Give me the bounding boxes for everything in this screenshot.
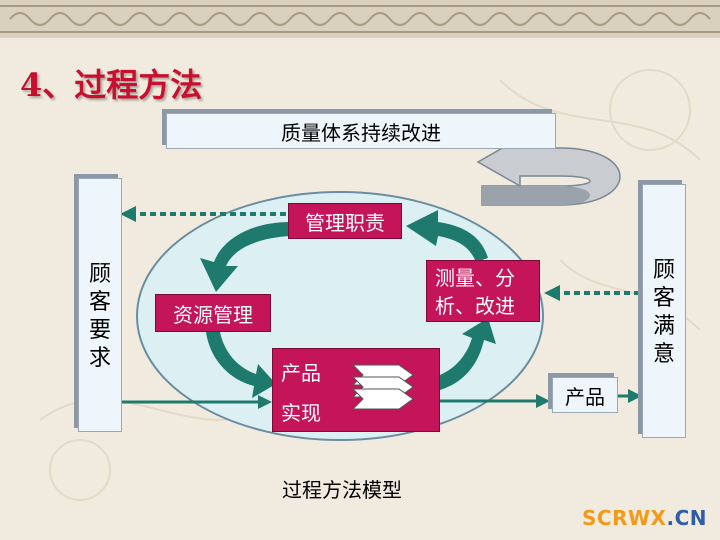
output-arrow-head <box>536 394 550 408</box>
watermark-part1: SCRWX <box>582 506 667 530</box>
sat-char: 客 <box>652 286 675 311</box>
req-char: 顾 <box>88 262 111 287</box>
stacked-chevrons-icon <box>351 364 414 410</box>
to-satisfaction-arrow-head <box>628 389 642 403</box>
management-responsibility-box: 管理职责 <box>288 203 402 239</box>
dotted-arrow-right-head <box>544 285 560 301</box>
measure-line-1: 测量、分 <box>435 266 515 290</box>
diagram-caption: 过程方法模型 <box>282 478 402 502</box>
cycle-arrow-realize-to-measure <box>432 318 496 392</box>
watermark-part2: .CN <box>666 506 707 530</box>
realize-line-2: 实现 <box>281 401 321 425</box>
realize-line-1: 产品 <box>281 361 321 385</box>
sat-char: 顾 <box>652 258 675 283</box>
req-char: 要 <box>88 318 111 343</box>
input-arrow-head <box>258 395 272 409</box>
measure-line-2: 析、改进 <box>435 294 515 318</box>
customer-requirements-box: 顾 客 要 求 <box>78 178 122 432</box>
product-realization-box: 产品 实现 <box>272 348 440 432</box>
continuous-improvement-banner: 质量体系持续改进 <box>166 113 556 149</box>
decorative-border <box>0 0 720 38</box>
req-char: 客 <box>88 290 111 315</box>
page-title: 4、过程方法 <box>20 66 203 104</box>
arrow-shadow <box>482 186 590 205</box>
dotted-arrow-left-head <box>120 206 136 222</box>
product-label: 产品 <box>565 384 605 409</box>
customer-satisfaction-box: 顾 客 满 意 <box>642 184 686 438</box>
cycle-arrow-measure-to-mgmt <box>406 210 488 262</box>
resource-management-box: 资源管理 <box>155 294 271 332</box>
cycle-arrow-mgmt-to-resource <box>200 222 290 292</box>
product-output-box: 产品 <box>552 377 618 413</box>
site-watermark: SCRWX.CN <box>582 506 707 530</box>
req-char: 求 <box>88 346 111 371</box>
measurement-analysis-box: 测量、分 析、改进 <box>426 260 540 322</box>
sat-char: 意 <box>652 342 675 367</box>
banner-label: 质量体系持续改进 <box>281 120 441 145</box>
sat-char: 满 <box>652 314 675 339</box>
cycle-arrow-resource-to-realize <box>206 332 276 398</box>
